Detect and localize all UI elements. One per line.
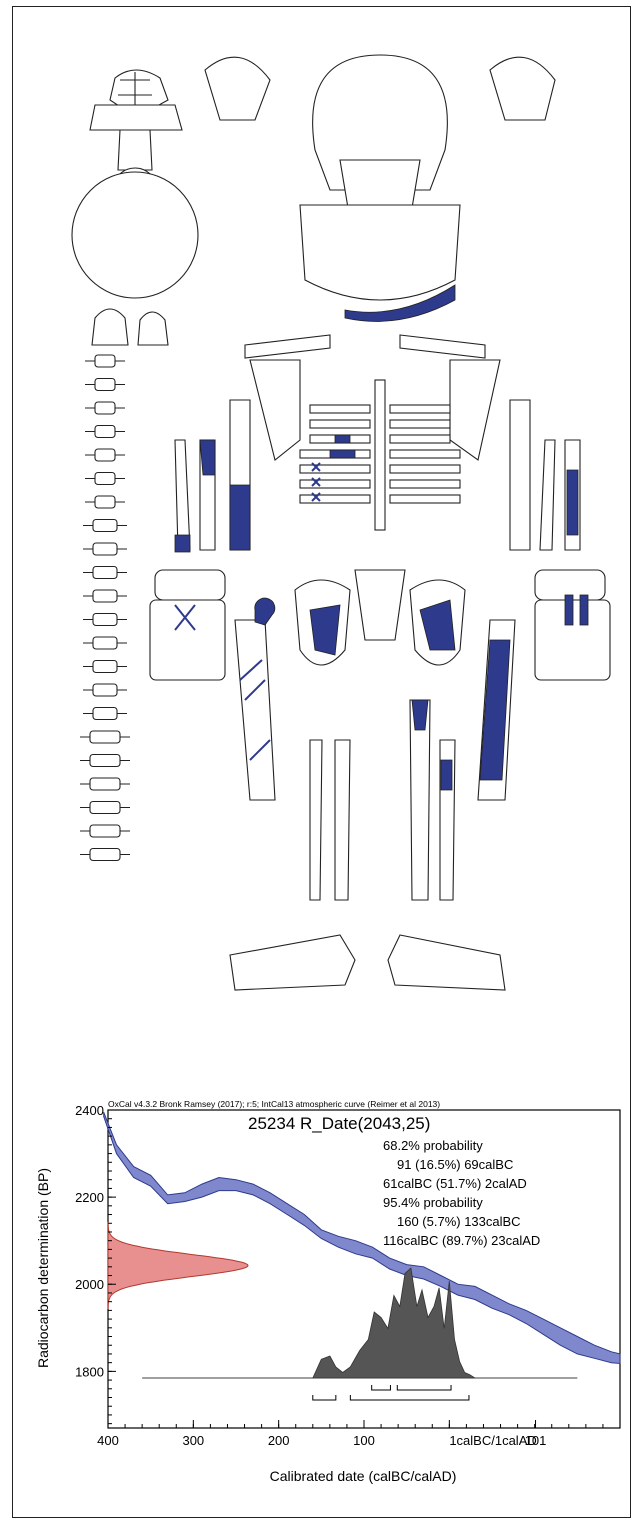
probability-line: 95.4% probability xyxy=(383,1195,483,1210)
range-brackets xyxy=(313,1385,469,1400)
x-tick-label: 200 xyxy=(268,1433,290,1448)
range-bracket xyxy=(313,1395,336,1400)
y-tick-label: 2400 xyxy=(75,1103,104,1118)
x-tick-label: 1calBC/1calAD xyxy=(449,1433,536,1448)
x-tick-label: 400 xyxy=(97,1433,119,1448)
calibration-curve-group xyxy=(104,1112,620,1363)
x-axis-label: Calibrated date (calBC/calAD) xyxy=(270,1468,457,1484)
probability-summary: 68.2% probability 91 (16.5%) 69calBC 61cal… xyxy=(383,1138,540,1248)
calibration-curve-band xyxy=(104,1112,620,1363)
radiocarbon-measurement-distribution xyxy=(108,1222,248,1309)
x-tick-label: 300 xyxy=(182,1433,204,1448)
y-axis-label: Radiocarbon determination (BP) xyxy=(35,1168,51,1368)
probability-line: 116calBC (89.7%) 23calAD xyxy=(383,1233,540,1248)
probability-line: 160 (5.7%) 133calBC xyxy=(397,1214,521,1229)
chart-title: 25234 R_Date(2043,25) xyxy=(248,1114,430,1133)
y-tick-label: 2200 xyxy=(75,1190,104,1205)
range-bracket xyxy=(350,1395,469,1400)
x-tick-label: 100 xyxy=(353,1433,375,1448)
x-tick-label: 101 xyxy=(525,1433,547,1448)
chart-credit: OxCal v4.3.2 Bronk Ramsey (2017); r:5; I… xyxy=(108,1099,440,1109)
range-bracket xyxy=(372,1385,391,1390)
probability-line: 61calBC (51.7%) 2calAD xyxy=(383,1176,527,1191)
probability-line: 68.2% probability xyxy=(383,1138,483,1153)
probability-line: 91 (16.5%) 69calBC xyxy=(397,1157,513,1172)
y-tick-label: 1800 xyxy=(75,1364,104,1379)
measurement-distribution-group xyxy=(108,1222,248,1309)
range-bracket xyxy=(397,1385,451,1390)
y-tick-label: 2000 xyxy=(75,1277,104,1292)
posterior-distribution-group xyxy=(142,1268,577,1378)
